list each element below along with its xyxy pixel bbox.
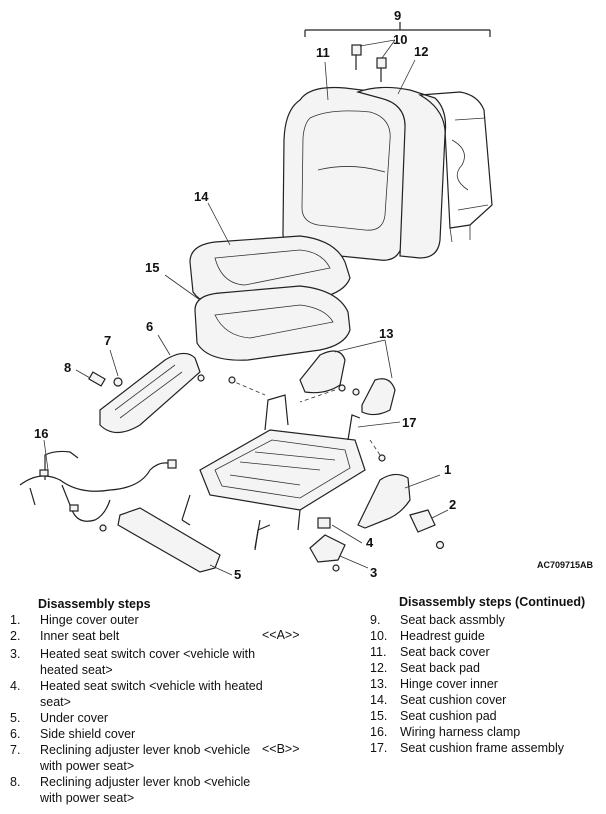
callout-label: 3 — [370, 565, 377, 580]
left-steps-list: 1. Hinge cover outer 2. Inner seat belt … — [10, 613, 300, 805]
seat-exploded-diagram: 9 10 11 12 14 15 6 7 8 13 17 16 1 2 4 3 … — [19, 8, 493, 580]
callout-label: 4 — [366, 535, 374, 550]
right-steps-list: 9. Seat back assmbly 10. Headrest guide … — [370, 613, 564, 755]
harness-clamp-icon — [39, 459, 177, 512]
seat-cushion-frame — [199, 429, 366, 511]
callout-label: 1 — [444, 462, 451, 477]
lever-knob-icon — [88, 371, 123, 387]
callout-label: 11 — [316, 45, 330, 60]
bolt-icon — [99, 374, 386, 572]
callout-label: 15 — [145, 260, 159, 275]
callout-label: 14 — [194, 189, 209, 204]
seat-back-pad — [356, 86, 447, 259]
left-steps-heading: Disassembly steps — [38, 597, 151, 611]
seat-back-cover — [282, 86, 411, 261]
callout-label: 6 — [146, 319, 153, 334]
seat-cushion-pad — [194, 285, 351, 361]
service-point-mark: <<B>> — [262, 742, 300, 756]
wiring-harness — [19, 450, 173, 522]
callout-label: 13 — [379, 326, 393, 341]
callout-label: 10 — [393, 32, 407, 47]
side-shield-cover — [99, 352, 201, 434]
right-steps-heading: Disassembly steps (Continued) — [399, 595, 586, 609]
callout-label: 8 — [64, 360, 71, 375]
under-cover — [117, 507, 221, 573]
callout-label: 5 — [234, 567, 241, 580]
hinge-cover-inner — [299, 350, 346, 394]
callout-label: 7 — [104, 333, 111, 348]
callout-label: 2 — [449, 497, 456, 512]
inner-seat-belt — [409, 509, 436, 533]
service-point-mark: <<A>> — [262, 628, 300, 642]
headrest-guide-icon — [351, 44, 387, 82]
callout-label: 9 — [394, 8, 401, 23]
callout-label: 12 — [414, 44, 428, 59]
callout-label: 16 — [34, 426, 48, 441]
callout-label: 17 — [402, 415, 416, 430]
hinge-cover-outer — [357, 473, 411, 529]
figure-reference-code: AC709715AB — [537, 560, 594, 570]
heated-seat-switch — [317, 517, 331, 529]
seat-back-frame — [417, 91, 493, 229]
hinge-cover-inner-2 — [361, 378, 396, 416]
heated-seat-switch-cover — [309, 534, 346, 563]
